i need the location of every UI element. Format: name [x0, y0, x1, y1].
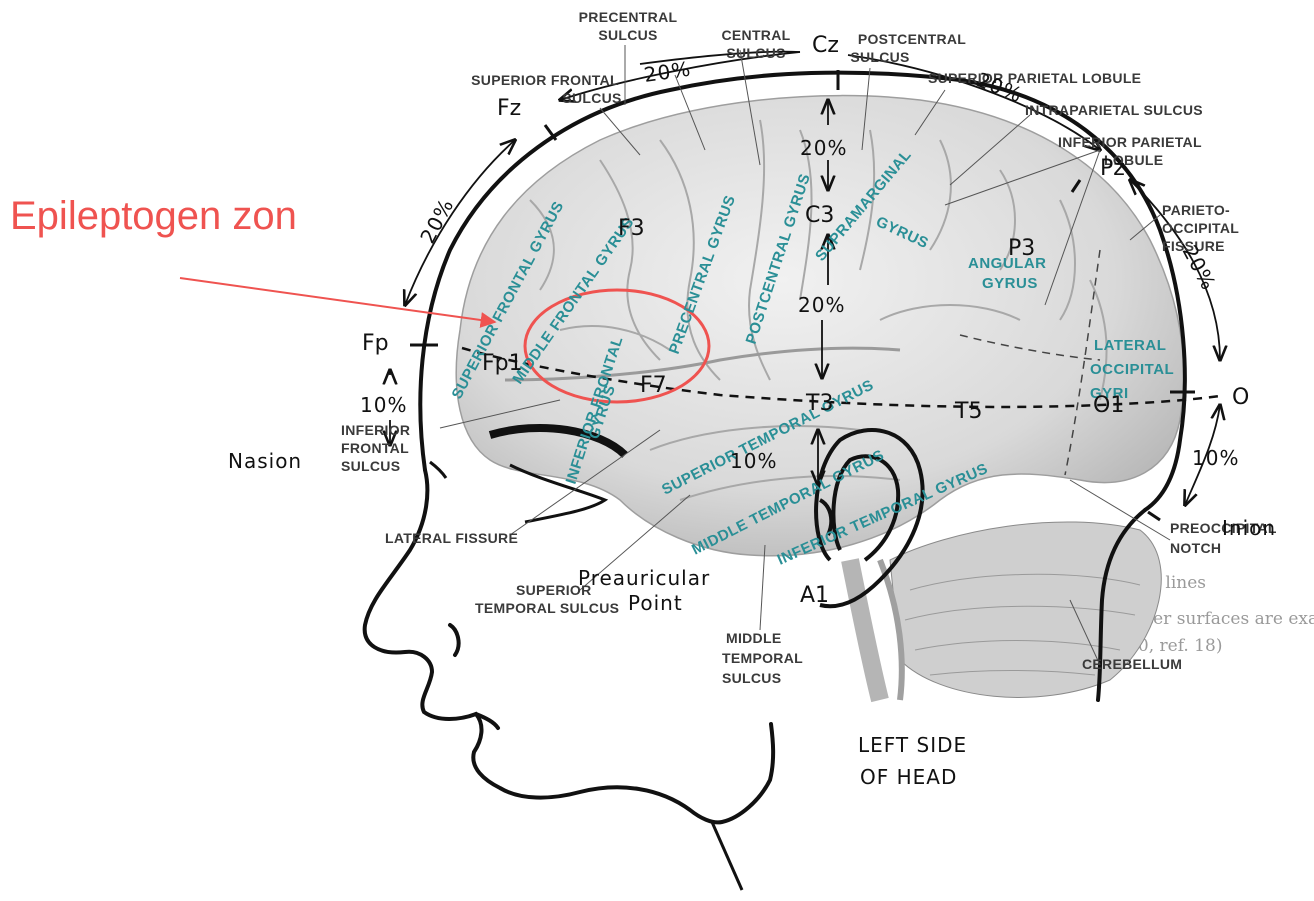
label-middle-temporal-sulcus: MIDDLE	[726, 630, 781, 646]
electrode-f3: F3	[618, 216, 645, 241]
label-cerebellum: CEREBELLUM	[1082, 656, 1182, 672]
electrode-c3: C3	[805, 203, 834, 228]
label-precentral-sulcus: PRECENTRAL	[579, 9, 678, 25]
electrode-fz: Fz	[497, 96, 521, 121]
label-parieto-occipital-fissure: OCCIPITAL	[1162, 220, 1239, 236]
label-preauricular-point: Point	[628, 591, 683, 615]
percent-c3-t3: 20%	[798, 293, 845, 317]
label-lateral-fissure: LATERAL FISSURE	[385, 530, 518, 546]
label-central-sulcus: SULCUS	[726, 45, 785, 61]
electrode-p3: P3	[1008, 236, 1035, 261]
annotation-arrow	[180, 278, 495, 322]
label-inferior-parietal-lobule: INFERIOR PARIETAL	[1058, 134, 1202, 150]
percent-cz-c3: 20%	[800, 136, 847, 160]
brainstem	[850, 560, 880, 700]
electrode-a1: A1	[800, 583, 829, 608]
label-middle-temporal-sulcus: TEMPORAL	[722, 650, 803, 666]
electrode-t3: T3	[805, 391, 833, 416]
label-superior-temporal-sulcus: TEMPORAL SULCUS	[475, 600, 619, 616]
percent-t3-a1: 10%	[730, 449, 777, 473]
label-inferior-frontal-sulcus: INFERIOR	[341, 422, 410, 438]
label-postcentral-sulcus: POSTCENTRAL	[858, 31, 966, 47]
caption-left-side-of-head: OF HEAD	[860, 765, 957, 789]
percent-fp-fz: 20%	[415, 194, 458, 247]
label-inion: Inion	[1222, 516, 1276, 540]
label-preoccipital-notch: NOTCH	[1170, 540, 1221, 556]
label-preauricular-point: Preauricular	[578, 566, 710, 590]
caption-left-side-of-head: LEFT SIDE	[858, 733, 967, 757]
label-postcentral-sulcus: SULCUS	[850, 49, 909, 65]
electrode-o: O	[1232, 385, 1249, 410]
percent-nasion-fp: 10%	[360, 393, 407, 417]
label-parieto-occipital-fissure: PARIETO-	[1162, 202, 1230, 218]
electrode-fp1: Fp1	[482, 351, 523, 376]
electrode-fp: Fp	[362, 331, 389, 356]
electrode-f7: F7	[640, 373, 667, 398]
label-precentral-sulcus: SULCUS	[598, 27, 657, 43]
percent-o-inion: 10%	[1192, 446, 1239, 470]
label-lateral-occipital-gyri: LATERAL	[1094, 337, 1166, 354]
label-lateral-occipital-gyri: OCCIPITAL	[1090, 361, 1174, 378]
percent-fz-cz: 20%	[642, 57, 692, 87]
electrode-pz: Pz	[1100, 156, 1125, 181]
label-angular-gyrus: GYRUS	[982, 275, 1038, 292]
label-nasion: Nasion	[228, 449, 302, 473]
electrode-o1: O1	[1093, 393, 1124, 418]
label-central-sulcus: CENTRAL	[722, 27, 791, 43]
label-intraparietal-sulcus: INTRAPARIETAL SULCUS	[1025, 102, 1203, 118]
label-middle-temporal-sulcus: SULCUS	[722, 670, 781, 686]
label-inferior-frontal-sulcus: FRONTAL	[341, 440, 409, 456]
label-superior-frontal-sulcus: SUPERIOR FRONTAL	[471, 72, 619, 88]
label-superior-parietal-lobule: SUPERIOR PARIETAL LOBULE	[928, 70, 1141, 86]
neck-line	[712, 822, 742, 890]
electrode-t5: T5	[954, 399, 982, 424]
label-superior-frontal-sulcus: SULCUS	[562, 90, 621, 106]
label-inferior-frontal-sulcus: SULCUS	[341, 458, 400, 474]
electrode-cz: Cz	[812, 33, 839, 58]
cerebellum-shape	[880, 522, 1161, 700]
epileptogenic-zone-label: Epileptogen zon	[10, 196, 297, 236]
